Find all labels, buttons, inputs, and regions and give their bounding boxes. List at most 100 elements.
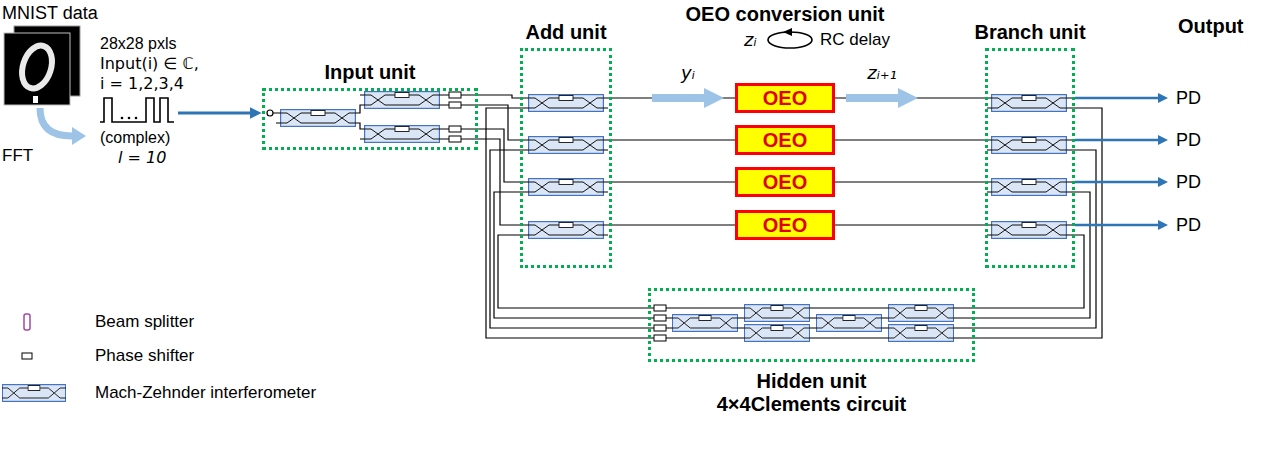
oeo-box: OEO	[735, 83, 835, 113]
photodetector-label: PD	[1176, 129, 1201, 151]
phase-shifter-symbol	[22, 353, 32, 359]
waveguide	[835, 224, 985, 225]
waveguide	[490, 150, 648, 328]
output-arrow	[1075, 97, 1160, 100]
output-arrow	[1075, 139, 1160, 142]
legend-text: Beam splitter	[95, 312, 194, 331]
mzi-symbol	[2, 385, 66, 402]
add-unit-frame: Add unit	[520, 48, 612, 268]
fft-arrow	[40, 108, 72, 136]
waveguide	[975, 235, 1084, 308]
signal-name: yᵢ	[681, 62, 695, 84]
legend-item: Beam splitter	[95, 312, 194, 332]
pulse-dot	[135, 117, 138, 120]
math-note: (complex)	[100, 128, 170, 147]
waveguide	[494, 192, 648, 318]
delay-loop-head	[783, 28, 792, 36]
phase-shifter	[654, 315, 666, 321]
mzi-symbol	[991, 95, 1067, 112]
math-note: Input(i) ∈ ℂ,	[100, 54, 199, 73]
legend-item: Phase shifter	[95, 346, 194, 366]
phase-shifter	[449, 136, 461, 142]
transform-name: FFT	[2, 146, 33, 166]
mzi-symbol	[991, 222, 1067, 239]
phase-shifter	[449, 102, 461, 108]
waveguide	[520, 98, 612, 235]
mzi-symbol	[816, 315, 882, 332]
waveguide	[478, 139, 520, 225]
fft-arrow-head	[72, 127, 86, 145]
mzi-symbol	[528, 137, 604, 154]
waveguide	[478, 129, 520, 182]
photodetector-label: PD	[1176, 214, 1201, 236]
group-heading: OEO conversion unit	[686, 2, 885, 26]
mzi-symbol	[364, 92, 440, 109]
input-unit-frame: Input unit	[262, 88, 478, 150]
waveguide	[478, 95, 520, 98]
input-port	[267, 110, 273, 116]
legend-item: Mach-Zehnder interferometer	[95, 383, 316, 403]
signal-arrow	[652, 88, 724, 108]
mnist-image	[4, 33, 70, 105]
signal-name: zᵢ	[744, 29, 757, 51]
image-size: 28x28 pxls	[100, 34, 177, 53]
mzi-symbol	[672, 315, 738, 332]
math-note: l = 10	[118, 148, 166, 167]
phase-shifter	[654, 325, 666, 331]
group-heading: Output	[1178, 14, 1244, 38]
math-note: i = 1,2,3,4	[100, 74, 184, 93]
waveguide	[612, 224, 735, 225]
waveguide	[975, 150, 1096, 328]
phase-shifter	[654, 335, 666, 341]
oeo-box: OEO	[735, 210, 835, 240]
mzi-symbol	[364, 126, 440, 143]
phase-shifter	[449, 92, 461, 98]
oeo-box: OEO	[735, 167, 835, 197]
legend-text: Mach-Zehnder interferometer	[95, 383, 316, 402]
hidden-unit-frame: Hidden unit 4×4Clements circuit	[648, 288, 975, 362]
waveguide	[975, 108, 1102, 338]
box-label: OEO	[763, 88, 807, 108]
mzi-symbol	[744, 325, 810, 342]
box-label: OEO	[763, 172, 807, 192]
waveguide	[835, 139, 985, 140]
photodetector-label: PD	[1176, 87, 1201, 109]
waveguide	[478, 105, 520, 140]
mzi-symbol	[280, 110, 356, 127]
box-label: OEO	[763, 215, 807, 235]
waveguide	[835, 181, 985, 182]
output-arrow	[1075, 181, 1160, 184]
mzi-symbol	[991, 179, 1067, 196]
box-label: OEO	[763, 130, 807, 150]
mnist-mark	[33, 96, 38, 103]
waveguide	[612, 139, 735, 140]
legend-text: Phase shifter	[95, 346, 194, 365]
figure-title: MNIST data	[2, 2, 98, 24]
pulse-dot	[121, 117, 124, 120]
oeo-box: OEO	[735, 125, 835, 155]
output-arrow	[1075, 224, 1160, 227]
unit-heading: Add unit	[525, 21, 606, 44]
pulse-dot	[128, 117, 131, 120]
phase-shifter	[449, 126, 461, 132]
mzi-symbol	[888, 305, 954, 322]
pulse-train	[100, 98, 174, 122]
unit-heading: Input unit	[324, 61, 415, 84]
branch-unit-frame: Branch unit	[985, 48, 1075, 268]
waveguide	[612, 181, 735, 182]
mzi-symbol	[528, 222, 604, 239]
unit-heading: Hidden unit 4×4Clements circuit	[704, 370, 919, 416]
phase-shifter	[654, 305, 666, 311]
waveguide	[985, 98, 1075, 235]
beam-splitter-symbol	[24, 314, 30, 330]
mzi-symbol	[528, 179, 604, 196]
mzi-symbol	[888, 325, 954, 342]
mzi-symbol	[528, 95, 604, 112]
mzi-symbol	[991, 137, 1067, 154]
photodetector-label: PD	[1176, 171, 1201, 193]
unit-heading: Branch unit	[974, 21, 1085, 44]
signal-arrow	[846, 88, 918, 108]
signal-name: zᵢ₊₁	[867, 62, 896, 84]
waveguide	[486, 108, 648, 338]
input-arrow	[178, 112, 252, 115]
